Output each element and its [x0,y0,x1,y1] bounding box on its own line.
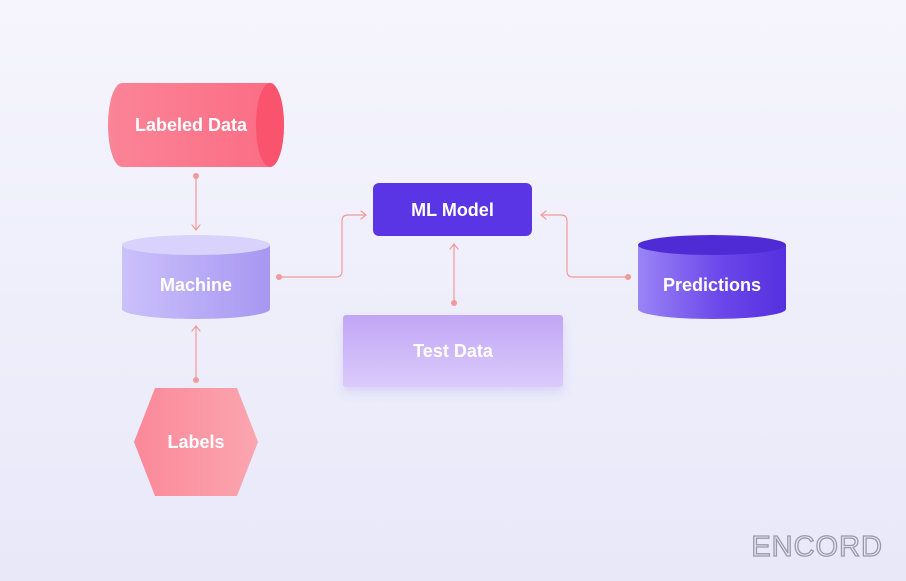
predictions-node: Predictions [638,235,786,319]
machine-top-cap [122,235,270,255]
arrowheads [191,210,547,332]
encord-logo: ENCORD [751,531,883,563]
connector-dots [193,173,631,383]
edge-predictions-to-ml-model [542,214,628,278]
labels-node: Labels [134,388,258,496]
test-data-box [343,315,563,387]
arrowhead [360,210,367,220]
edge-machine-to-ml-model [279,214,365,278]
predictions-label: Predictions [663,275,761,295]
connector-dot [276,274,282,280]
ml-model-node: ML Model [373,183,532,236]
labels-label: Labels [167,432,224,452]
predictions-top-cap [638,235,786,255]
predictions-body [638,245,786,319]
arrowhead [191,325,201,332]
labeled-data-shape [108,83,284,167]
test-data-node: Test Data [343,315,563,387]
labels-hexagon [134,388,258,496]
connector-dot [451,300,457,306]
machine-body [122,245,270,319]
arrowhead [540,210,547,220]
machine-node: Machine [122,235,270,319]
connectors [195,176,628,380]
labeled-data-label: Labeled Data [135,115,248,135]
arrowhead [449,243,459,250]
labeled-data-end-cap [256,83,284,167]
ml-model-label: ML Model [411,200,494,220]
connector-dot [625,274,631,280]
connector-dot [193,377,199,383]
ml-model-box [373,183,532,236]
connector-dot [193,173,199,179]
machine-label: Machine [160,275,232,295]
arrowhead [191,224,201,231]
labeled-data-node: Labeled Data [108,83,284,167]
test-data-label: Test Data [413,341,494,361]
